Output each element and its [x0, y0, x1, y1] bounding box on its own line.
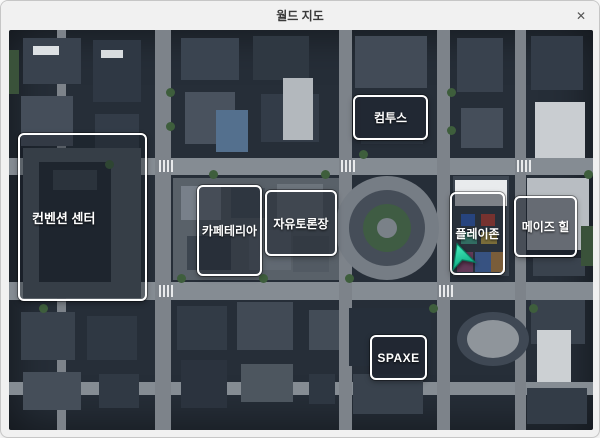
tree: [166, 88, 175, 97]
map-crosswalk: [525, 160, 527, 172]
map-crosswalk: [439, 285, 441, 297]
map-crosswalk: [451, 285, 453, 297]
map-location-label: 자유토론장: [273, 216, 329, 231]
tree: [321, 170, 330, 179]
map-crosswalk: [349, 160, 351, 172]
map-building: [581, 226, 593, 266]
map-building: [21, 96, 73, 146]
map-location-label: 플레이존: [455, 227, 500, 241]
map-building: [101, 50, 123, 58]
tree: [529, 304, 538, 313]
map-building: [177, 306, 227, 350]
map-building: [99, 374, 139, 408]
map-crosswalk: [447, 285, 449, 297]
map-location-label: 메이즈 힐: [521, 220, 570, 234]
map-location-cafeteria[interactable]: 카페테리아: [197, 185, 262, 276]
map-location-com2us[interactable]: 컴투스: [353, 95, 428, 140]
map-crosswalk: [171, 285, 173, 297]
map-crosswalk: [167, 285, 169, 297]
map-stadium: [467, 320, 519, 358]
tree: [105, 160, 114, 169]
map-building: [181, 360, 227, 408]
map-location-spaxe[interactable]: SPAXE: [370, 335, 427, 380]
map-building: [23, 372, 81, 410]
map-location-label: 컴투스: [373, 111, 408, 125]
map-building: [241, 364, 293, 402]
map-building: [87, 316, 137, 360]
map-crosswalk: [167, 160, 169, 172]
map-building: [33, 46, 59, 55]
tree: [209, 170, 218, 179]
map-location-maze-hill[interactable]: 메이즈 힐: [514, 196, 577, 257]
map-crosswalk: [345, 160, 347, 172]
map-road: [437, 30, 450, 430]
map-building: [216, 110, 248, 152]
map-building: [309, 374, 335, 404]
map-crosswalk: [521, 160, 523, 172]
map-road: [9, 382, 593, 395]
tree: [447, 126, 456, 135]
tree: [359, 150, 368, 159]
map-building: [253, 36, 309, 80]
map-crosswalk: [171, 160, 173, 172]
map-canvas: 컴투스 컨벤션 센터 카페테리아 자유토론장 플레이존 메이즈 힐 SPAXE: [9, 30, 593, 430]
map-crosswalk: [159, 285, 161, 297]
map-building: [95, 114, 139, 150]
map-crosswalk: [159, 160, 161, 172]
map-building: [9, 50, 19, 94]
tree: [447, 88, 456, 97]
map-building: [457, 38, 503, 92]
window-title: 월드 지도: [276, 9, 324, 23]
tree: [39, 304, 48, 313]
map-building: [21, 312, 75, 360]
map-building: [237, 302, 293, 350]
map-building: [537, 330, 571, 382]
map-building: [527, 388, 587, 424]
map-building: [531, 36, 583, 90]
map-crosswalk: [163, 285, 165, 297]
map-crosswalk: [163, 160, 165, 172]
map-building: [23, 38, 81, 84]
map-location-free-discussion[interactable]: 자유토론장: [265, 190, 337, 256]
map-crosswalk: [443, 285, 445, 297]
tree: [584, 170, 593, 179]
titlebar: 월드 지도 ✕: [1, 1, 599, 30]
tree: [177, 274, 186, 283]
map-crosswalk: [529, 160, 531, 172]
tree: [429, 304, 438, 313]
map-crosswalk: [517, 160, 519, 172]
map-building: [461, 108, 503, 148]
map-building: [53, 170, 97, 190]
map-building: [181, 38, 239, 80]
map-building: [353, 374, 423, 414]
map-plaza: [377, 218, 397, 238]
tree: [259, 274, 268, 283]
map-location-label: 카페테리아: [201, 224, 258, 238]
map-crosswalk: [353, 160, 355, 172]
tree: [166, 122, 175, 131]
map-crosswalk: [341, 160, 343, 172]
map-location-label: SPAXE: [377, 350, 420, 365]
map-location-label: 컨벤션 센터: [32, 210, 96, 226]
player-marker-icon: [443, 238, 478, 273]
map-building: [309, 310, 339, 350]
map-building: [535, 102, 585, 158]
map-building: [355, 36, 427, 88]
map-location-convention-center[interactable]: 컨벤션 센터: [18, 133, 147, 301]
map-building: [283, 78, 313, 140]
map-building: [533, 258, 585, 276]
tree: [345, 274, 354, 283]
close-icon[interactable]: ✕: [571, 6, 591, 26]
